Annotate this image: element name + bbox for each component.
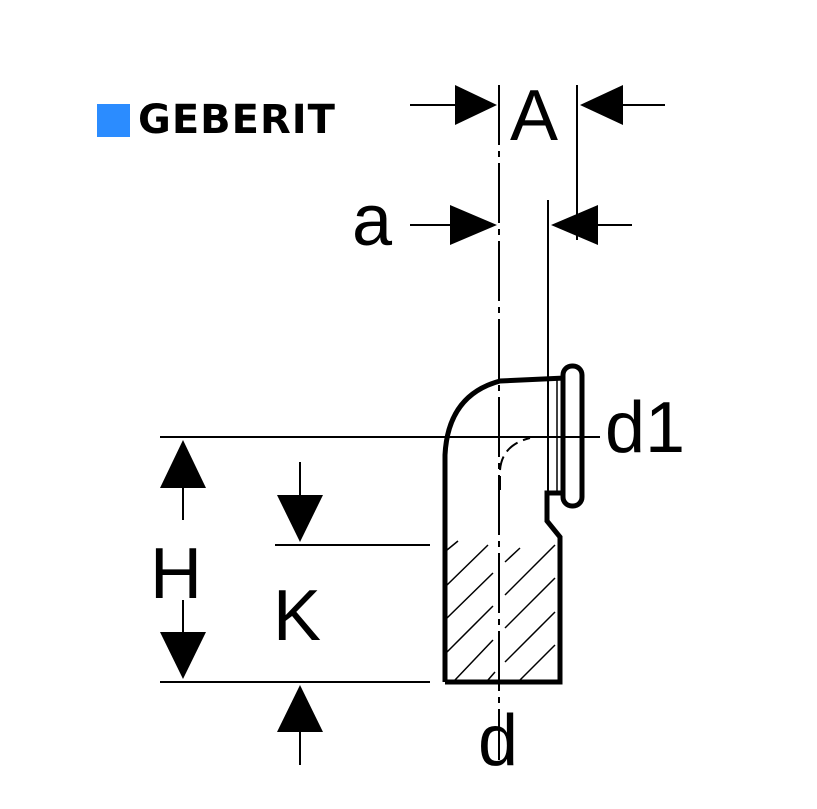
geberit-logo: GEBERIT [97,100,336,140]
logo-text: GEBERIT [138,97,336,143]
section-hatching [446,540,556,681]
arrow-K-down-icon [277,495,323,542]
label-K: K [273,576,321,656]
pipe-body [442,375,566,685]
label-d1: d1 [605,388,685,468]
logo-square-icon [97,103,130,137]
inner-curve [499,437,531,490]
label-H: H [150,534,202,614]
arrow-A-left-icon [455,85,497,125]
arrow-a-right-icon [551,205,598,245]
socket [560,363,585,509]
arrow-K-up-icon [277,685,323,732]
label-d: d [478,701,518,781]
arrow-A-right-icon [580,85,623,125]
arrowheads [160,85,623,732]
arrow-a-left-icon [450,205,497,245]
arrow-H-up-icon [160,440,206,488]
arrow-H-down-icon [160,632,206,679]
label-A: A [510,76,558,156]
label-a: a [352,181,393,261]
